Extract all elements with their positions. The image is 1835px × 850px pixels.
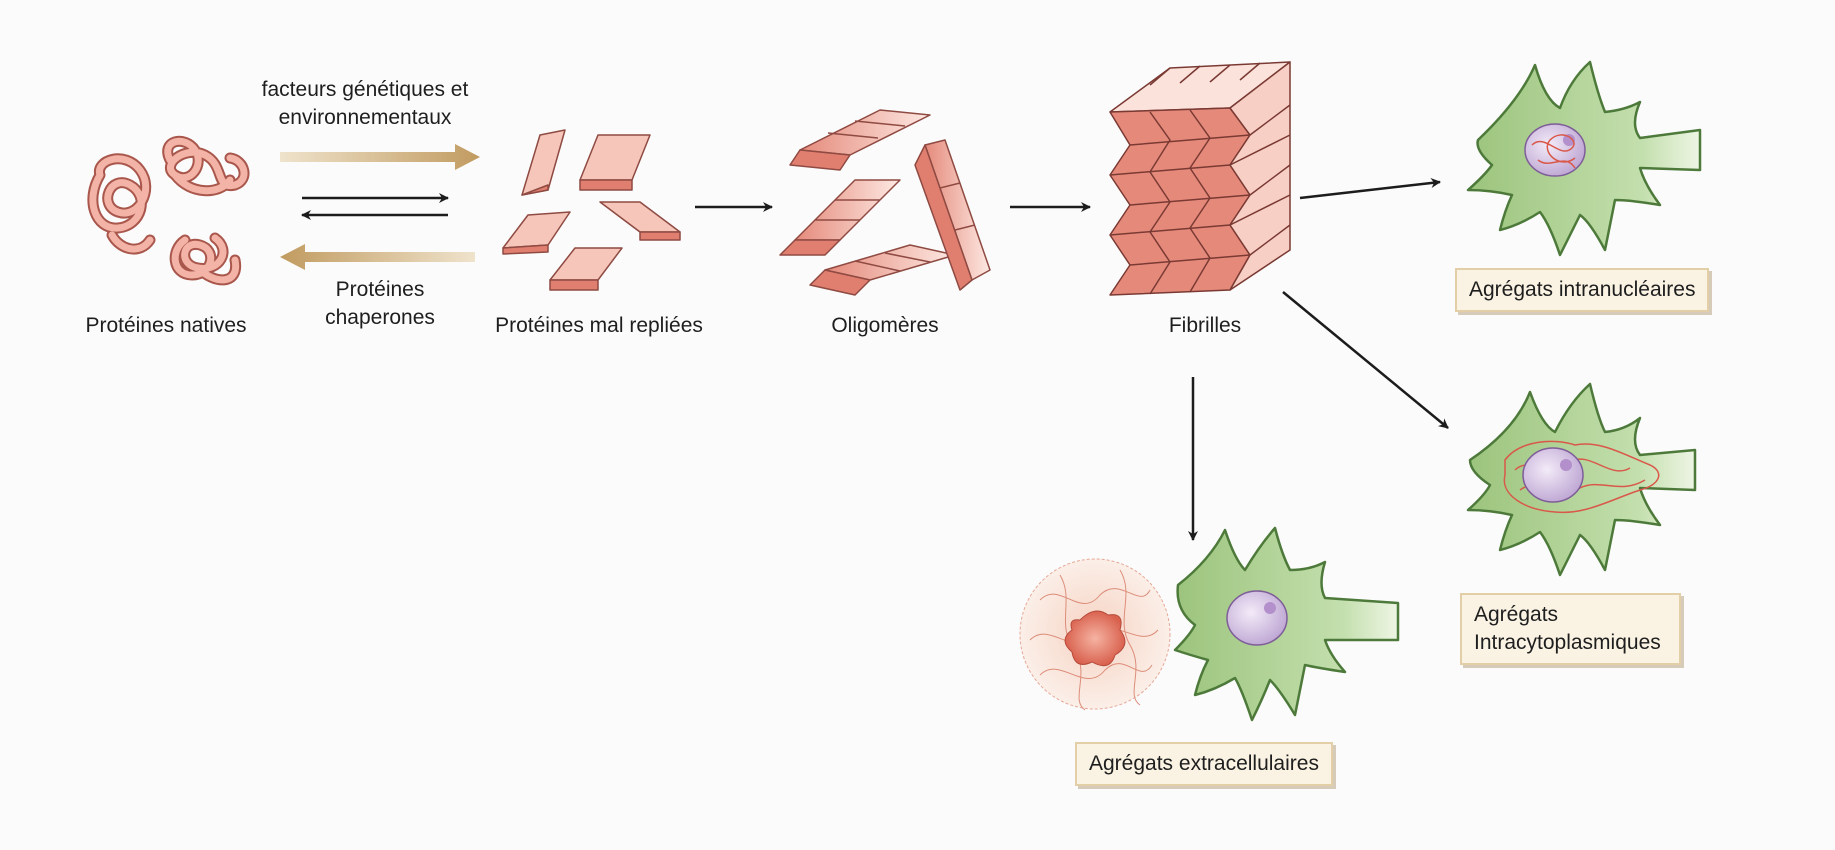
- neuron-cell-icon: [1466, 60, 1702, 257]
- intranuclear-aggregate: [1531, 134, 1576, 169]
- backward-gold-arrow: [280, 244, 475, 270]
- neuron-cell-icon: [1173, 526, 1400, 722]
- factors-label-line2: environnementaux: [278, 106, 452, 129]
- native-proteins-label: Protéines natives: [85, 314, 247, 337]
- factors-label: facteurs génétiques et environnementaux: [250, 76, 480, 132]
- arrow-fibrils-to-intracytoplasmic: [1282, 291, 1449, 429]
- intranuclear-aggregates-box: Agrégats intranucléaires: [1455, 268, 1710, 312]
- oligomers-label: Oligomères: [831, 314, 939, 337]
- misfolded-proteins-label: Protéines mal repliées: [495, 314, 703, 337]
- plaque-core: [1064, 610, 1126, 667]
- misfolded-protein-icon: [502, 129, 681, 291]
- fibrils-label: Fibrilles: [1168, 314, 1242, 337]
- forward-gold-arrow: [280, 144, 480, 170]
- chaperones-label-line2: chaperones: [325, 306, 435, 329]
- chaperones-label-line1: Protéines: [335, 278, 425, 301]
- factors-label-line1: facteurs génétiques et: [261, 78, 469, 101]
- arrow-fibrils-to-intranuclear: [1299, 178, 1441, 200]
- fibril-icon: [1109, 61, 1291, 296]
- intranuclear-aggregates-label: Agrégats intranucléaires: [1469, 278, 1696, 301]
- native-protein-coil-icon: [87, 135, 250, 286]
- extracellular-aggregates-label: Agrégats extracellulaires: [1089, 752, 1319, 775]
- amyloid-plaque-icon: [1019, 558, 1171, 711]
- neuron-cell-icon: [1466, 382, 1697, 577]
- oligomer-icon: [779, 109, 991, 296]
- intracytoplasmic-aggregates-line2: Intracytoplasmiques: [1474, 631, 1661, 654]
- chaperones-label: Protéines chaperones: [300, 276, 460, 332]
- intracytoplasmic-aggregates-box: Agrégats Intracytoplasmiques: [1460, 593, 1681, 665]
- extracellular-aggregates-box: Agrégats extracellulaires: [1075, 742, 1333, 786]
- intracytoplasmic-aggregates-line1: Agrégats: [1474, 603, 1559, 626]
